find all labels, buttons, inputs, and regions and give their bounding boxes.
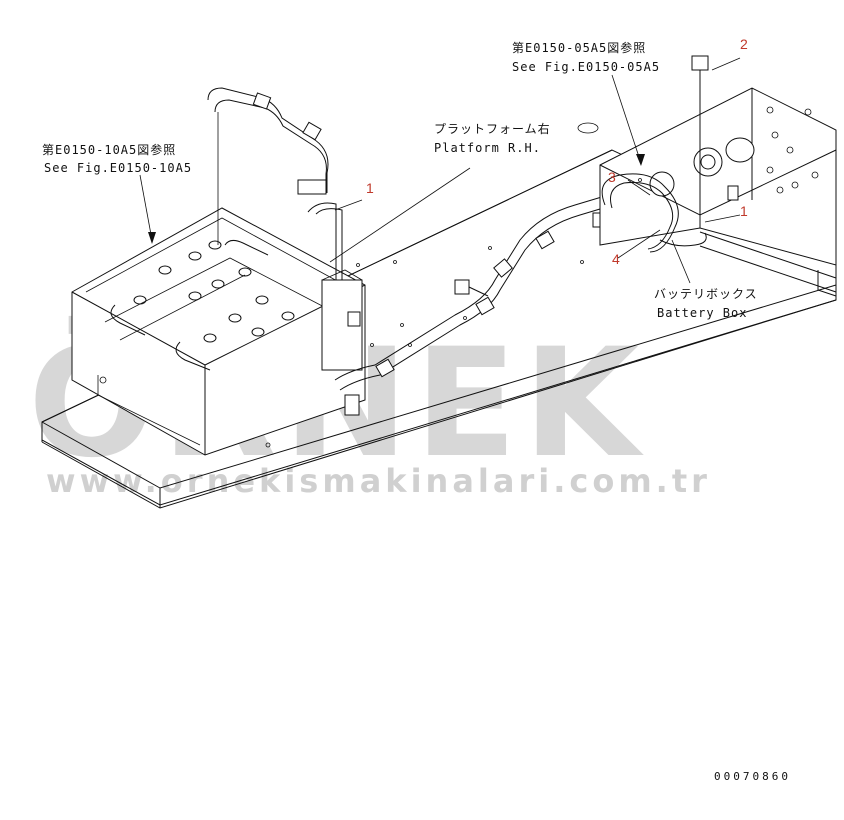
side-rail [699,231,837,297]
callout-part-1: 1 [740,203,748,219]
battery-terminals [133,240,295,343]
platform-label-jp: プラットフォーム右 [434,121,551,136]
callout-part-4: 4 [612,251,620,267]
bolt-icon [454,279,489,297]
relay-panel [577,55,837,266]
platform-label-en: Platform R.H. [434,141,541,155]
battery-box-ref-jp: 第E0150-10A5図参照 [42,142,176,157]
bolt-icon [691,55,709,222]
battery-cable-vertical [307,202,363,371]
callout-part-2: 2 [740,36,748,52]
callout-part-1: 1 [366,180,374,196]
callout-part-3: 3 [608,169,616,185]
battery-box [71,207,366,456]
leader-lines [139,57,741,284]
drawing-code: 00070860 [714,770,791,783]
mounting-holes [356,178,642,347]
watermark-url: www.ornekismakinalari.com.tr [46,462,711,500]
battery-box-label-jp: バッテリボックス [654,287,758,301]
relay-ref-en: See Fig.E0150-05A5 [512,60,660,74]
relay-ref-jp: 第E0150-05A5図参照 [512,40,646,55]
battery-box-ref-en: See Fig.E0150-10A5 [44,161,192,175]
battery-box-label-en: Battery Box [657,306,747,320]
battery-cable-upper [207,87,329,245]
